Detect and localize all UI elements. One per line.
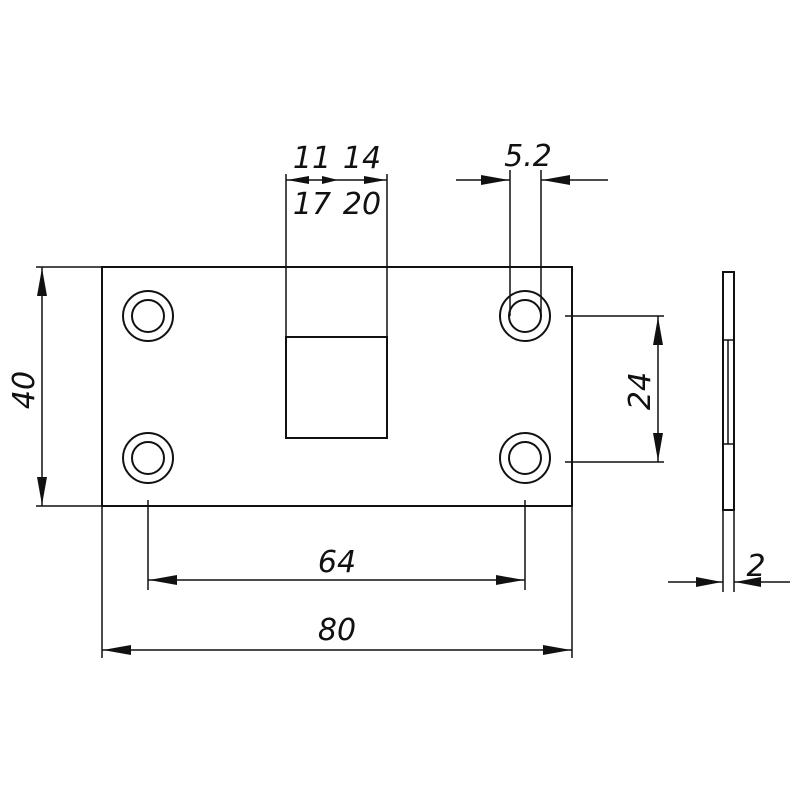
dimension-hole-spacing-horizontal-label: 64: [318, 545, 356, 580]
dimension-slot-bottom-b: 20: [343, 187, 381, 222]
hole-bottom-left: [122, 432, 174, 484]
dimension-hole-spacing-horizontal: 64: [147, 500, 526, 590]
hole-top-left: [122, 290, 174, 342]
dimension-overall-length-label: 80: [318, 613, 356, 648]
hole-bottom-right: [499, 432, 551, 484]
dimension-thickness: 2: [668, 510, 790, 592]
hole-top-right: [499, 290, 551, 342]
dimension-hole-spacing-vertical: 24: [565, 315, 664, 463]
dimension-slot-width: 11 14 17 20: [286, 141, 387, 222]
dimension-thickness-label: 2: [746, 549, 765, 584]
side-view: [722, 271, 735, 511]
dimension-slot-top-a: 11: [293, 141, 331, 176]
dimension-overall-length: 80: [101, 506, 573, 658]
dimension-hole-diameter: 5.2: [456, 139, 608, 316]
dimension-hole-spacing-vertical-label: 24: [623, 372, 658, 410]
dimension-height-label: 40: [7, 371, 42, 409]
dimension-slot-top-b: 14: [343, 141, 381, 176]
dimension-slot-bottom-a: 17: [293, 187, 331, 222]
dimension-height: 40: [7, 266, 102, 507]
center-slot: [285, 336, 388, 439]
dimension-hole-diameter-label: 5.2: [504, 139, 552, 174]
plate-outline: [101, 266, 573, 507]
